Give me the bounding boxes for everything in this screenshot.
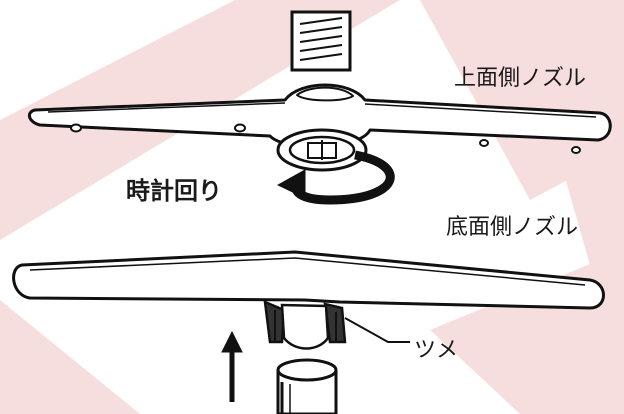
upper-supply-pipe	[290, 10, 352, 72]
rotation-arrow	[276, 150, 395, 205]
lower-nozzle-label: 底面側ノズル	[446, 215, 579, 240]
lower-nozzle-arm	[12, 250, 605, 310]
rotation-label: 時計回り	[126, 177, 222, 205]
lower-supply-pipe	[276, 358, 338, 414]
tab-leader-line	[344, 317, 410, 343]
tab-label: ツメ	[414, 338, 459, 363]
upper-nozzle-label: 上面側ノズル	[454, 66, 587, 91]
upper-nozzle-socket	[276, 128, 368, 172]
lower-nozzle-hub	[263, 300, 347, 350]
upward-arrow	[221, 330, 243, 402]
upper-nozzle-arm	[27, 83, 612, 154]
